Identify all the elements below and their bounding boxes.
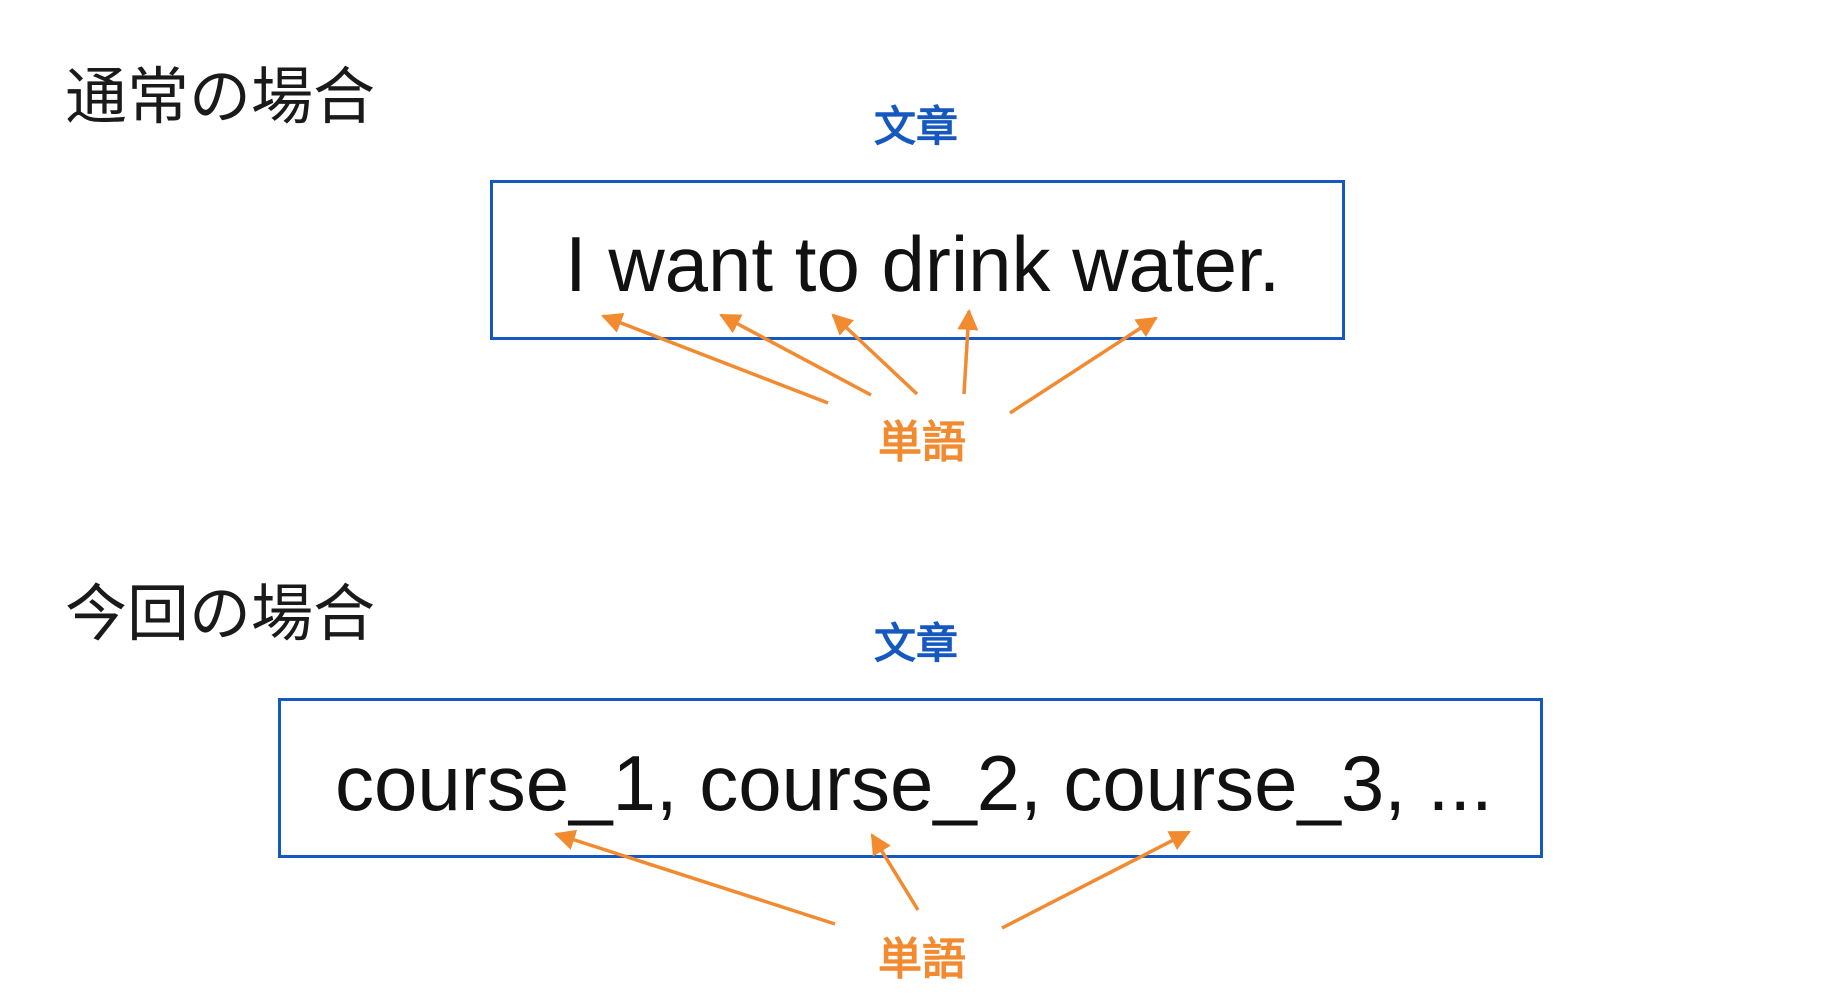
sentence-label-normal: 文章	[873, 102, 958, 151]
arrow-to-word-want	[719, 313, 872, 397]
arrow-to-word-water	[1009, 316, 1158, 415]
arrow-to-word-course-1	[554, 829, 836, 926]
sentence-text-current: course_1, course_2, course_3, ...	[335, 739, 1493, 827]
word-label-current: 単語	[878, 934, 966, 985]
sentence-box-normal	[490, 180, 1345, 340]
arrow-to-word-course-3	[1001, 830, 1191, 930]
word-label-normal: 単語	[878, 417, 966, 468]
arrow-to-word-course-2	[870, 833, 920, 911]
sentence-label-current: 文章	[873, 619, 958, 668]
sentence-box-current	[278, 698, 1543, 858]
sentence-text-normal: I want to drink water.	[565, 220, 1281, 308]
section-current-heading: 今回の場合	[65, 577, 376, 650]
arrow-to-word-to	[831, 313, 919, 396]
section-normal-heading: 通常の場合	[65, 60, 376, 133]
arrow-to-word-drink	[957, 308, 979, 395]
arrow-to-word-i	[601, 313, 829, 405]
